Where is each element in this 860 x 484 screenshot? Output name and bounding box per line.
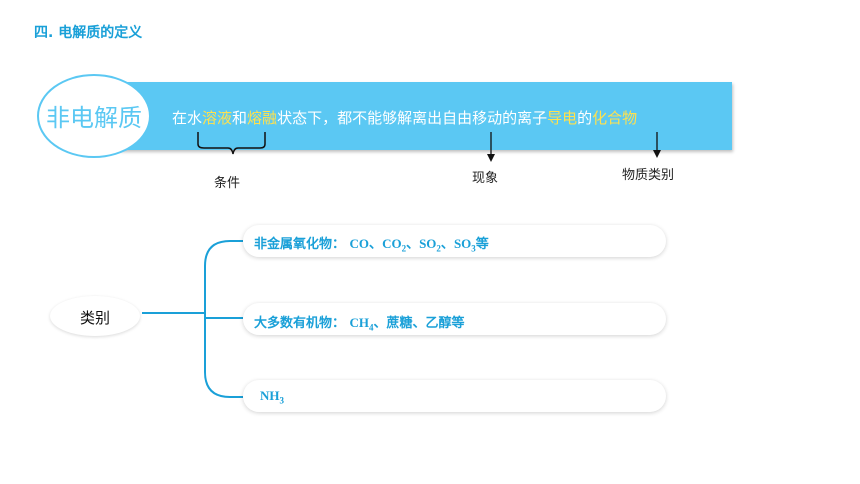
oxides-text: 非金属氧化物： CO、CO2、SO2、SO3等 — [254, 233, 489, 254]
term-ellipse — [37, 74, 151, 158]
category-item-ammonia — [243, 380, 666, 412]
definition-text: 在水溶液和熔融状态下，都不能够解离出自由移动的离子导电的化合物 — [172, 107, 637, 128]
category-oval — [50, 296, 140, 336]
separator: 、 — [406, 237, 420, 252]
def-highlight-molten: 熔融 — [247, 109, 278, 127]
separator: 、 — [440, 237, 454, 252]
def-part-7: 的 — [577, 109, 593, 127]
organics-text: 大多数有机物： CH4、蔗糖、乙醇等 — [254, 312, 465, 333]
formula-ch4: CH4 — [349, 315, 374, 333]
phenomenon-label: 现象 — [472, 171, 499, 186]
phenomenon-arrowhead — [487, 154, 495, 162]
oxides-label: 非金属氧化物： — [254, 237, 346, 252]
def-part-5: 状态下，都不能够解离出自由移动的离子 — [277, 109, 548, 127]
category-label: 类别 — [79, 309, 110, 327]
category-item-oxides — [243, 225, 666, 257]
def-part-3: 和 — [232, 109, 248, 127]
def-highlight-conduct: 导电 — [547, 109, 578, 127]
class-arrowhead — [653, 150, 661, 158]
separator: 、 — [369, 237, 383, 252]
formula-co: CO — [349, 236, 370, 251]
condition-label: 条件 — [214, 176, 241, 191]
oxides-etc: 等 — [475, 237, 489, 252]
definition-banner — [120, 82, 732, 150]
condition-brace — [197, 132, 266, 155]
formula-co2: CO2 — [382, 236, 407, 254]
section-heading: 四. 电解质的定义 — [34, 25, 143, 41]
organics-rest: 、蔗糖、乙醇等 — [373, 316, 465, 331]
def-highlight-solution: 溶液 — [202, 109, 233, 127]
def-part-1: 在水 — [172, 109, 203, 127]
substance-class-label: 物质类别 — [622, 168, 675, 183]
category-item-organics — [243, 303, 666, 335]
formula-nh3: NH3 — [260, 388, 284, 406]
def-highlight-compound: 化合物 — [592, 109, 638, 127]
ammonia-text: NH3 — [260, 388, 284, 406]
organics-label: 大多数有机物： — [254, 316, 346, 331]
formula-so3: SO3 — [453, 236, 476, 254]
term-label: 非电解质 — [46, 104, 142, 132]
formula-so2: SO2 — [419, 236, 441, 254]
